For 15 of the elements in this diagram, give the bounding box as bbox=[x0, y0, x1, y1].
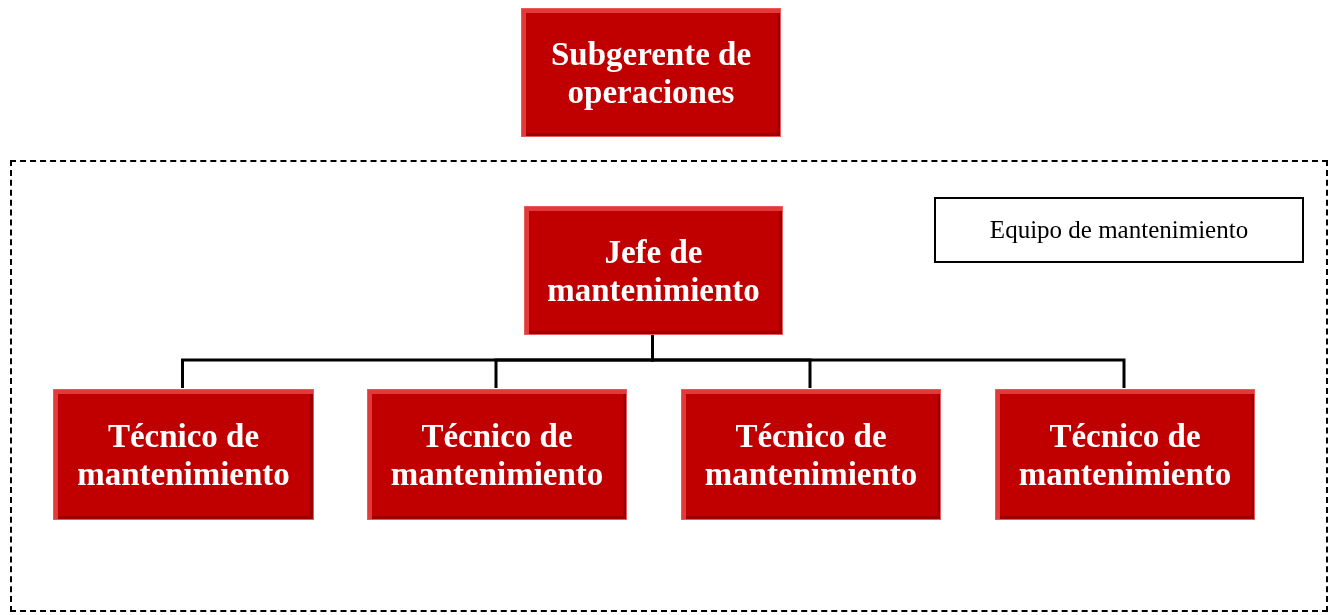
org-box bbox=[995, 389, 1255, 520]
node-text: Técnico de mantenimiento bbox=[76, 416, 291, 493]
org-box bbox=[53, 389, 314, 520]
org-box bbox=[367, 389, 627, 520]
node-text: Jefe de mantenimiento bbox=[546, 232, 761, 309]
node-text: Equipo de mantenimiento bbox=[988, 215, 1250, 246]
node-text: Técnico de mantenimiento bbox=[389, 416, 605, 493]
org-box bbox=[524, 206, 783, 335]
dashed-group-frame bbox=[10, 160, 1328, 612]
node-text: Técnico de mantenimiento bbox=[703, 416, 919, 493]
node-text: Técnico de mantenimiento bbox=[1017, 416, 1233, 493]
node-text: Subgerente de operaciones bbox=[549, 34, 753, 111]
label-box bbox=[934, 197, 1304, 263]
org-box bbox=[681, 389, 941, 520]
org-box bbox=[521, 8, 781, 137]
